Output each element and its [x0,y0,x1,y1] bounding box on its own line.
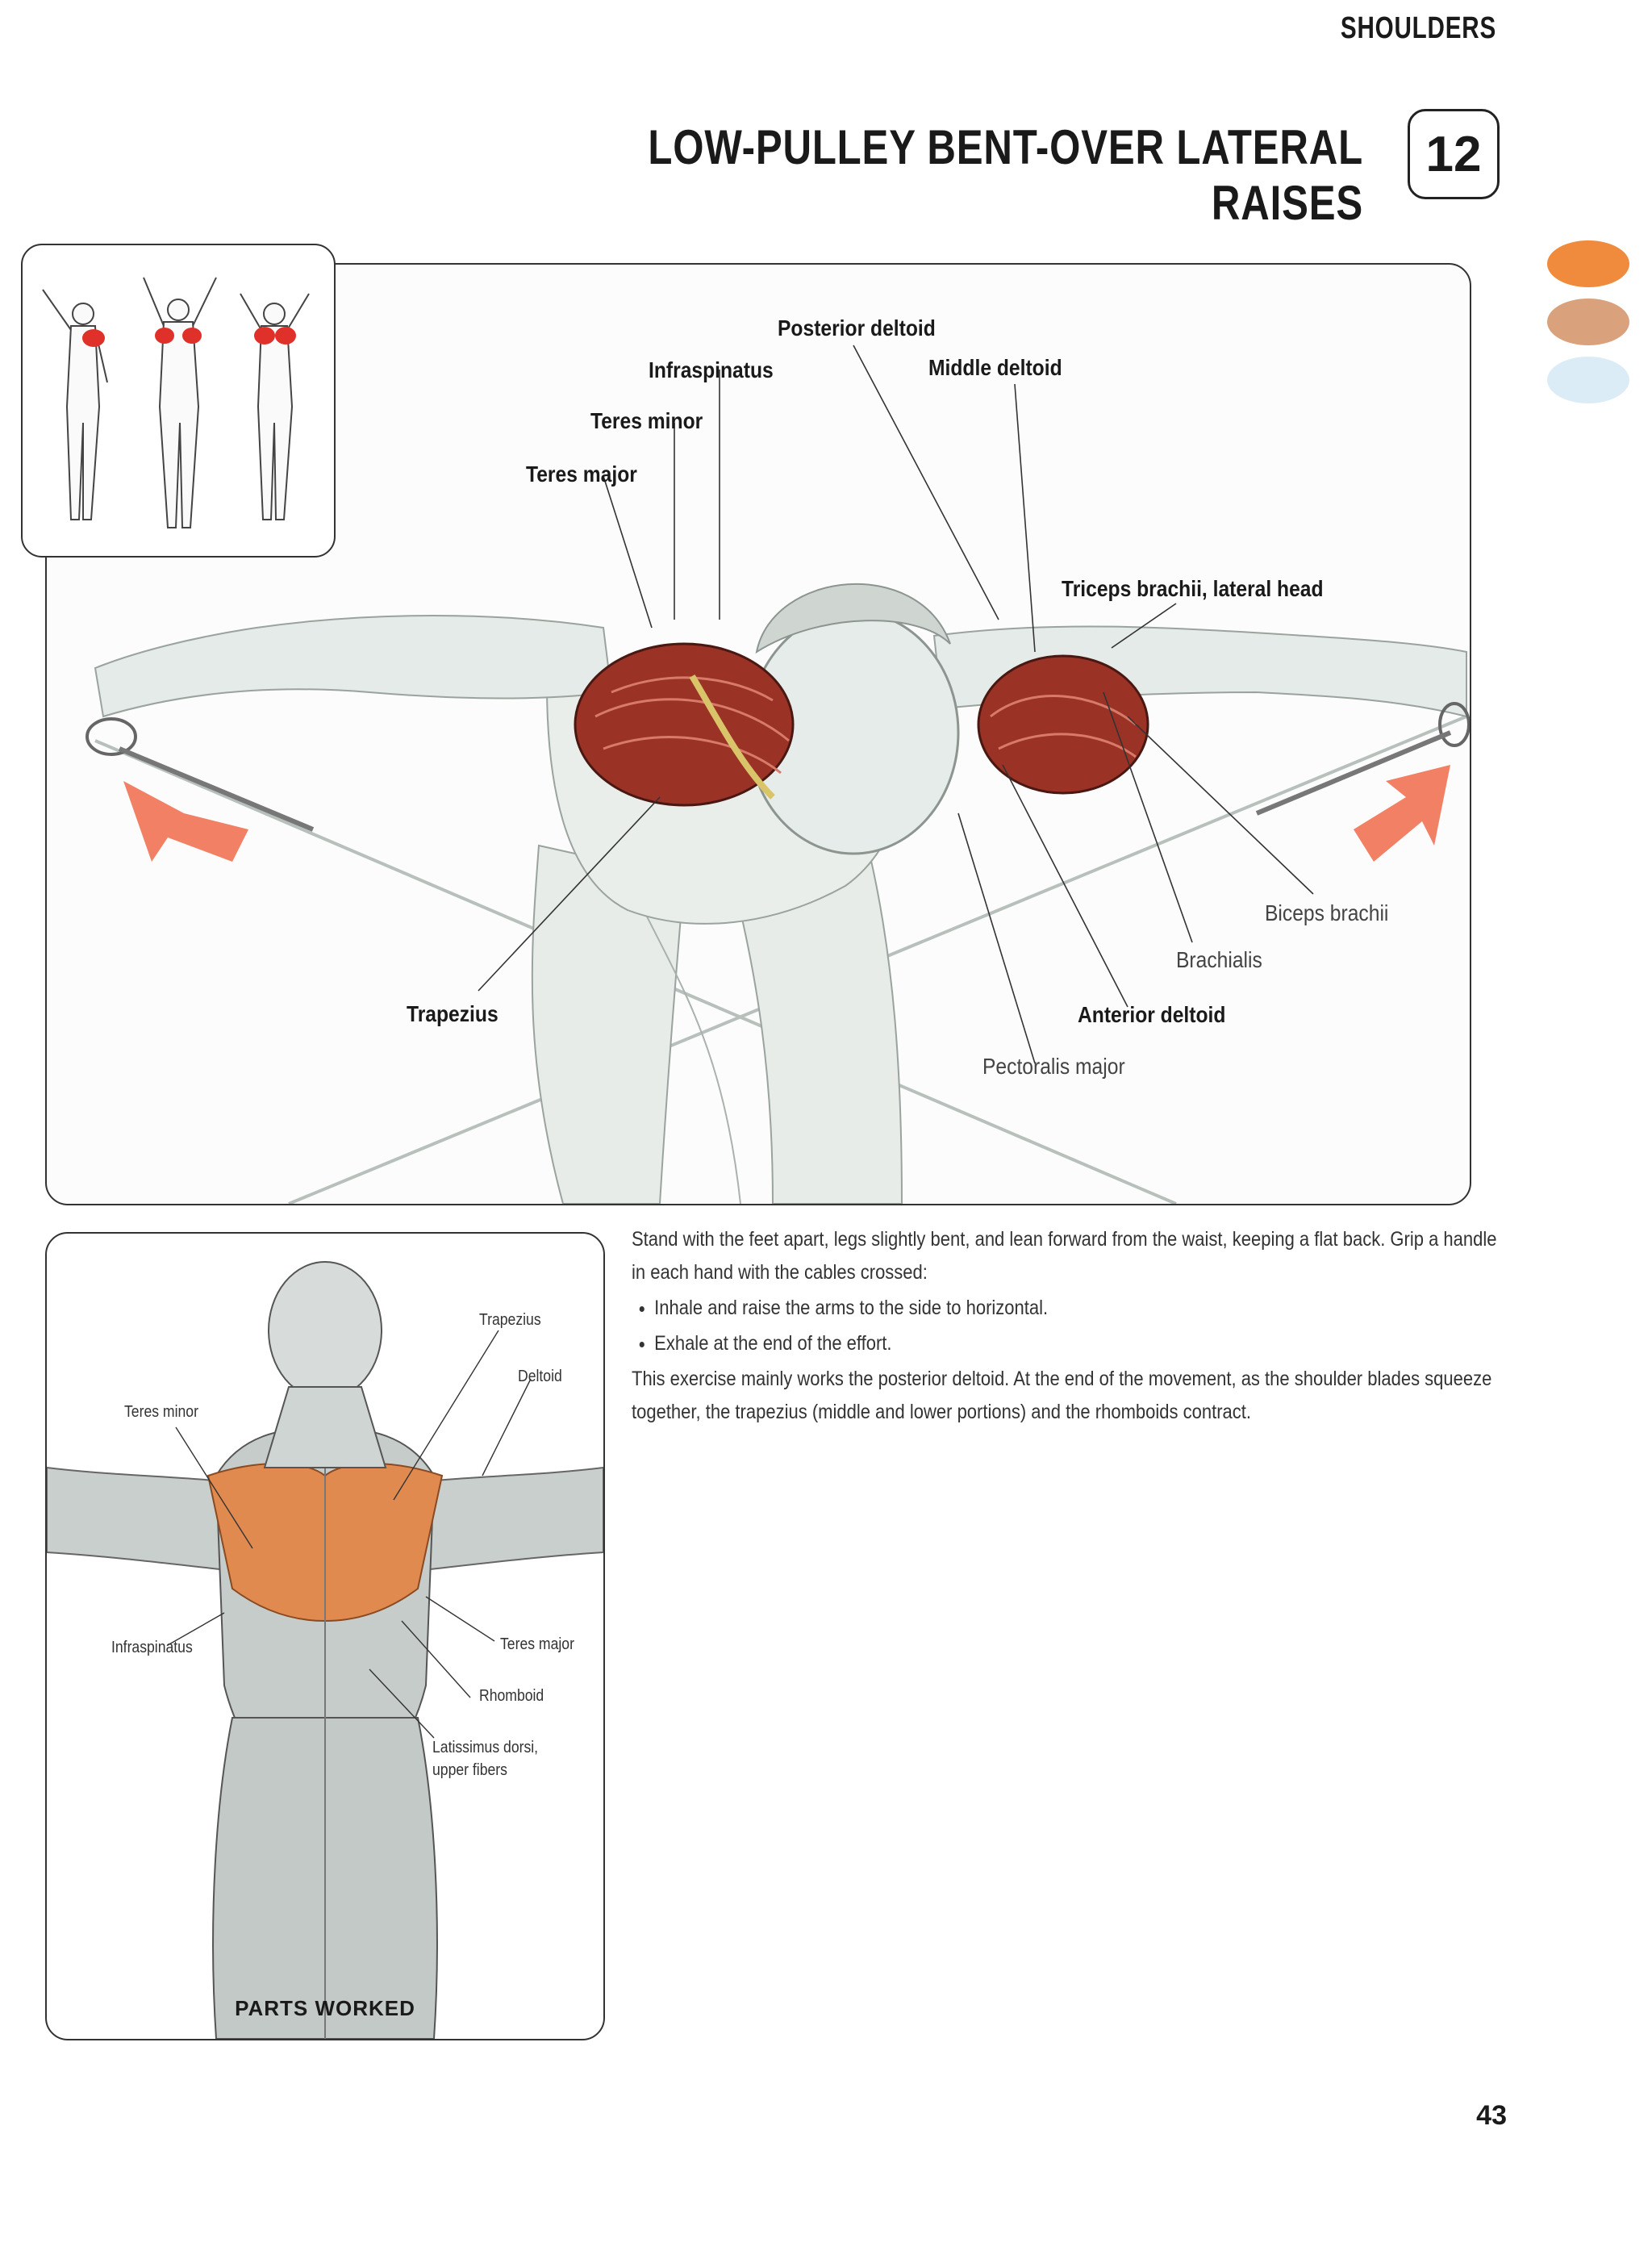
section-heading: SHOULDERS [1340,11,1496,45]
label-pectoralis-major: Pectoralis major [982,1054,1125,1079]
exercise-number-badge: 12 [1408,109,1500,199]
primary-muscle-color-dot [1547,240,1629,287]
instructions-note: This exercise mainly works the posterior… [632,1368,1492,1423]
label-posterior-deltoid: Posterior deltoid [778,315,936,340]
parts-label-teres-minor: Teres minor [124,1403,198,1421]
label-teres-minor: Teres minor [590,408,703,433]
back-muscles-illustration [47,1261,603,2039]
instruction-step: Exhale at the end of the effort. [654,1327,1504,1360]
secondary-muscle-color-dot [1547,299,1629,345]
label-trapezius: Trapezius [407,1001,499,1026]
instruction-step: Inhale and raise the arms to the side to… [654,1292,1504,1325]
parts-label-trapezius: Trapezius [479,1311,541,1329]
parts-worked-panel: Trapezius Deltoid Teres minor Infraspina… [45,1232,605,2040]
tertiary-muscle-color-dot [1547,357,1629,403]
parts-worked-caption: PARTS WORKED [235,1996,415,2020]
label-anterior-deltoid: Anterior deltoid [1078,1002,1226,1027]
instructions-text: Stand with the feet apart, legs slightly… [632,1223,1504,1431]
muscle-map-inset [21,244,336,558]
three-figure-muscle-map [42,277,310,528]
parts-label-rhomboid: Rhomboid [479,1687,544,1705]
parts-label-latissimus-line2: upper fibers [432,1761,507,1779]
page-number: 43 [1476,2100,1507,2131]
parts-label-deltoid: Deltoid [518,1368,562,1385]
label-biceps-brachii: Biceps brachii [1265,900,1389,925]
instructions-steps: Inhale and raise the arms to the side to… [632,1292,1504,1360]
parts-label-latissimus-line1: Latissimus dorsi, [432,1739,539,1756]
exercise-illustration: Posterior deltoid Infraspinatus Middle d… [45,263,1471,1205]
label-middle-deltoid: Middle deltoid [928,355,1062,380]
parts-label-teres-major: Teres major [500,1635,574,1653]
label-infraspinatus: Infraspinatus [649,357,774,382]
exercise-title: LOW-PULLEY BENT-OVER LATERAL RAISES [648,120,1363,230]
label-teres-major: Teres major [526,462,637,487]
label-triceps-lateral-head: Triceps brachii, lateral head [1062,576,1324,601]
parts-label-infraspinatus: Infraspinatus [111,1639,193,1656]
instructions-intro: Stand with the feet apart, legs slightly… [632,1228,1497,1284]
bent-over-figure-illustration [86,345,1470,1204]
label-brachialis: Brachialis [1176,947,1262,972]
